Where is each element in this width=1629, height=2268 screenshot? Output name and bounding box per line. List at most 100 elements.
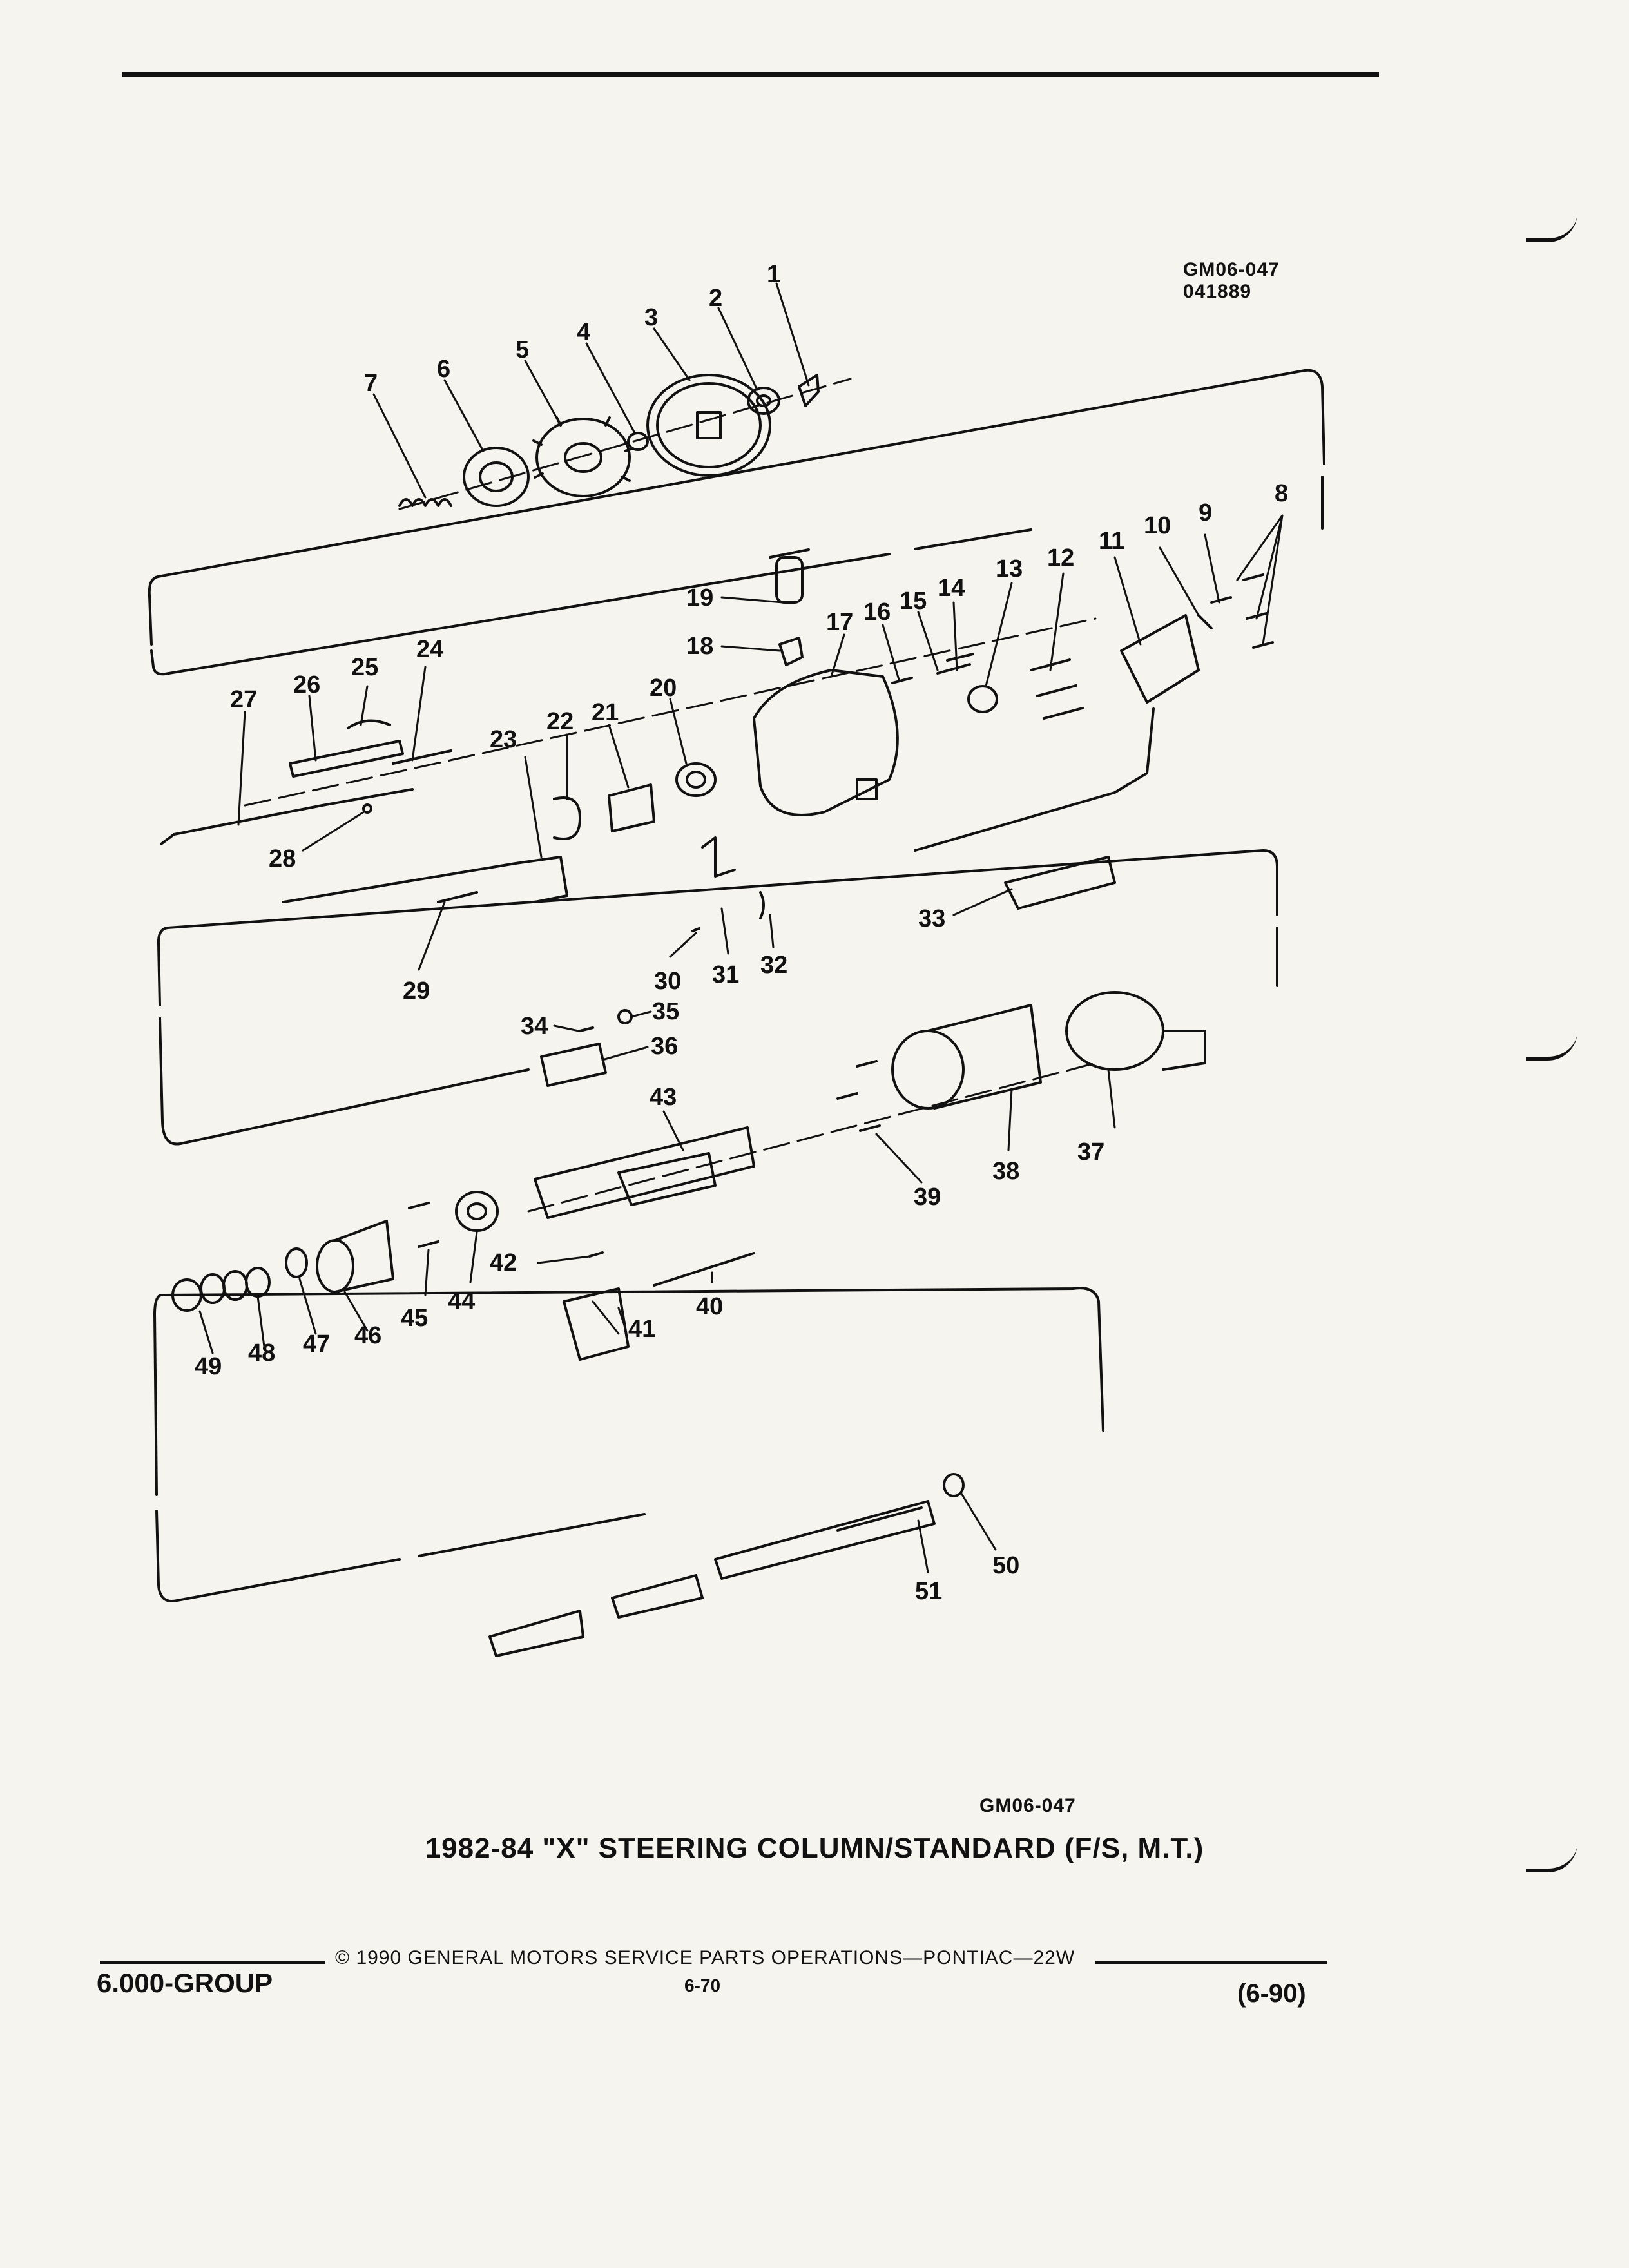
callout-14: 14: [938, 575, 965, 602]
callout-1: 1: [767, 261, 780, 288]
callout-19: 19: [686, 584, 713, 611]
part-21-rack-sector: [608, 783, 655, 832]
callout-42: 42: [490, 1249, 517, 1276]
axis-lower: [527, 1062, 1097, 1213]
part-46-bearing: [316, 1220, 394, 1293]
callout-47: 47: [303, 1331, 330, 1358]
callout-32: 32: [760, 952, 787, 979]
callout-16: 16: [863, 599, 891, 626]
callout-13: 13: [996, 555, 1023, 582]
callout-43: 43: [650, 1084, 677, 1111]
part-1-clip: [798, 374, 820, 407]
callout-labels: 1 2 3 4 5 6 7 8 9 10 11 12 13 14 15 16 1…: [195, 261, 1288, 1605]
part-51-steering-shaft: [714, 1500, 936, 1580]
binder-mark-top: [1526, 213, 1577, 242]
part-50-ring: [943, 1473, 965, 1497]
callout-31: 31: [712, 961, 739, 988]
callout-27: 27: [230, 686, 257, 713]
part-28-clip: [362, 803, 372, 814]
callout-21: 21: [592, 699, 619, 726]
callout-37: 37: [1077, 1139, 1104, 1166]
part-40-rod: [653, 1252, 755, 1287]
part-30-pin: [691, 927, 700, 932]
callout-30: 30: [654, 968, 681, 995]
part-35-screw: [617, 1009, 633, 1024]
part-34-screw: [579, 1026, 594, 1032]
part-4-ring: [627, 432, 649, 451]
footer-rule-right: [1095, 1961, 1327, 1964]
leader-lines: [198, 282, 1284, 1573]
part-42-screw: [588, 1251, 604, 1258]
callout-11: 11: [1099, 528, 1124, 555]
callout-23: 23: [490, 726, 517, 753]
callout-39: 39: [914, 1184, 941, 1211]
part-29-bolt: [437, 891, 478, 903]
callout-15: 15: [900, 588, 927, 615]
part-41-bracket: [563, 1287, 630, 1361]
part-31-spring: [701, 836, 736, 878]
callout-35: 35: [652, 998, 679, 1025]
lower-shaft-coupling: [488, 1610, 584, 1657]
part-25-spring-clip: [347, 719, 391, 729]
part-36-ignition-switch: [540, 1043, 607, 1087]
axis-top: [398, 378, 852, 510]
part-16-screw: [891, 677, 913, 684]
part-11-turn-signal-switch: [914, 614, 1200, 852]
callout-7: 7: [364, 370, 378, 397]
callout-41: 41: [628, 1316, 655, 1343]
part-49-ring: [171, 1278, 202, 1312]
footer-rule-left: [100, 1961, 325, 1964]
callout-44: 44: [448, 1288, 475, 1315]
part-39-screws: [836, 1060, 881, 1132]
callout-49: 49: [195, 1353, 222, 1380]
callout-40: 40: [696, 1293, 723, 1320]
part-3-lock-plate-cover: [646, 374, 771, 477]
binder-mark-bottom: [1526, 1843, 1577, 1872]
binder-mark-middle: [1526, 1031, 1577, 1061]
axis-mid: [244, 617, 1097, 807]
part-22-retainer: [553, 796, 581, 840]
callout-3: 3: [644, 304, 658, 331]
callout-12: 12: [1047, 544, 1074, 572]
callout-4: 4: [577, 319, 590, 346]
part-12-screws: [1030, 658, 1084, 720]
part-33-mounting-bracket: [1004, 856, 1116, 910]
part-37-lower-shroud: [1065, 991, 1206, 1071]
part-45-screws: [408, 1202, 439, 1248]
part-26-rack: [289, 740, 404, 778]
part-32-spring: [759, 891, 765, 919]
part-18-buzzer-switch: [778, 637, 804, 666]
part-17-housing: [753, 669, 899, 816]
footer-group: 6.000-GROUP: [97, 1968, 273, 1998]
callout-2: 2: [709, 285, 722, 312]
callout-20: 20: [650, 675, 677, 702]
top-rule: [122, 72, 1379, 77]
group-frame-bottom: [153, 1287, 1104, 1602]
part-27-rod: [160, 788, 414, 845]
part-20-bearing: [675, 762, 717, 797]
callout-8: 8: [1275, 480, 1288, 507]
callout-33: 33: [918, 905, 945, 932]
callout-36: 36: [651, 1033, 678, 1060]
callout-45: 45: [401, 1305, 428, 1332]
callout-22: 22: [546, 708, 574, 735]
part-13-washer: [967, 685, 998, 713]
callout-25: 25: [351, 654, 378, 681]
callout-24: 24: [416, 636, 443, 663]
header-figure-code: GM06-047: [1183, 259, 1280, 280]
callout-46: 46: [354, 1322, 381, 1349]
callout-38: 38: [992, 1158, 1019, 1185]
callout-29: 29: [403, 977, 430, 1004]
part-14-pin: [946, 653, 974, 662]
part-38-cover: [891, 1004, 1042, 1110]
callout-48: 48: [248, 1340, 275, 1367]
part-2-nut: [747, 387, 780, 415]
callout-26: 26: [293, 671, 320, 698]
part-6-bearing-cup: [463, 447, 530, 507]
part-47-ring: [285, 1247, 308, 1278]
part-9-screw: [1210, 596, 1232, 604]
callout-10: 10: [1144, 512, 1171, 539]
part-19-lock-cylinder: [769, 548, 810, 604]
header-reference-number: 041889: [1183, 281, 1252, 302]
part-24-actuator-rod: [392, 749, 452, 765]
